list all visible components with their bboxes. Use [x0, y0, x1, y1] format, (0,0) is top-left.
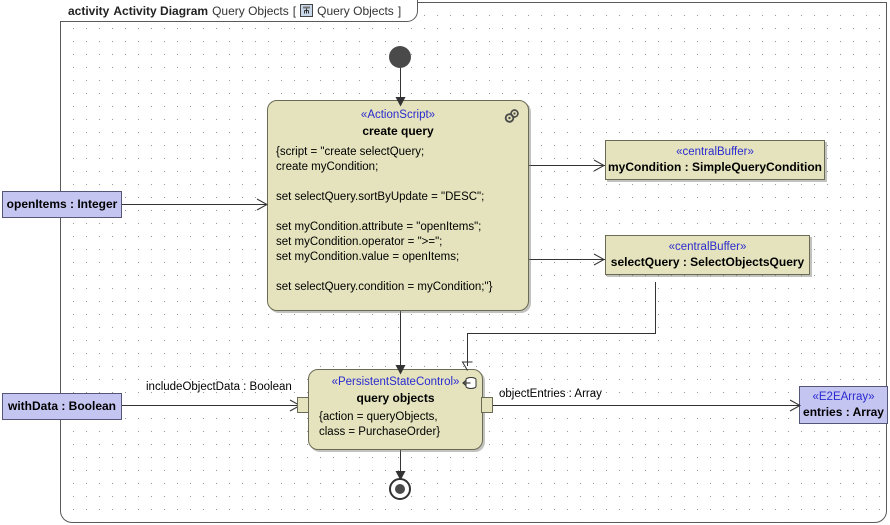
param-name-withdata: withData : Boolean [7, 399, 116, 413]
edge-create-query-to-mycondition [529, 165, 605, 166]
edge-create-query-to-selectquery [529, 259, 605, 260]
buffer-name-selectquery: selectQuery : SelectObjectsQuery [610, 255, 805, 269]
frame-type-label: Activity Diagram [113, 3, 209, 18]
edge-selectquery-to-query-objects-seg1 [655, 282, 656, 333]
activity-parameter-entries[interactable]: «E2EArray» entries : Array [799, 386, 888, 424]
frame-bracket-close: ] [397, 3, 402, 18]
input-pin-query-objects[interactable] [297, 397, 309, 413]
arrowhead-create-query-to-mycondition [593, 159, 606, 177]
frame-bracket-open: [ [292, 3, 297, 18]
edge-label-include-object-data: includeObjectData : Boolean [146, 381, 292, 393]
stereotype-persistentstatecontrol: «PersistentStateControl» [331, 376, 460, 388]
edge-selectquery-to-query-objects-seg2 [467, 333, 656, 334]
arrowhead-query-objects-to-entries [789, 399, 802, 417]
activity-final-node [389, 478, 411, 500]
initial-node [389, 46, 411, 68]
arrowhead-initial-to-create-query [394, 94, 407, 112]
arrowhead-create-query-to-query-objects [394, 362, 407, 380]
activity-diagram-icon [300, 4, 314, 17]
action-node-query-objects[interactable]: «PersistentStateControl» query objects {… [308, 369, 483, 450]
diagram-frame-header: activity Activity Diagram Query Objects … [60, 0, 419, 22]
activity-parameter-openitems[interactable]: openItems : Integer [2, 191, 122, 218]
stereotype-centralbuffer-mycondition: «centralBuffer» [676, 146, 754, 158]
edge-openitems-to-create-query [122, 204, 267, 205]
stereotype-actionscript: «ActionScript» [360, 109, 436, 121]
arrowhead-query-objects-to-final [394, 468, 407, 486]
script-gears-icon [504, 109, 519, 123]
action-name-create-query: create query [362, 124, 434, 138]
edge-create-query-to-query-objects [400, 310, 401, 369]
frame-tagged-name: Query Objects [317, 3, 394, 18]
edge-query-objects-to-entries [492, 405, 800, 406]
arrowhead-openitems-to-create-query [256, 198, 269, 216]
edge-selectquery-to-query-objects-seg3 [467, 333, 468, 366]
edge-initial-to-create-query [400, 68, 401, 102]
param-name-openitems: openItems : Integer [6, 197, 118, 211]
central-buffer-selectquery[interactable]: «centralBuffer» selectQuery : SelectObje… [605, 235, 810, 275]
edge-query-objects-to-final [400, 450, 401, 478]
param-name-entries: entries : Array [803, 405, 884, 419]
action-body-query-objects: {action = queryObjects, class = Purchase… [319, 411, 441, 438]
activity-parameter-withdata[interactable]: withData : Boolean [2, 393, 122, 420]
edge-label-object-entries: objectEntries : Array [499, 388, 602, 400]
stereotype-centralbuffer-selectquery: «centralBuffer» [668, 241, 747, 253]
action-name-query-objects: query objects [356, 391, 435, 405]
arrowhead-create-query-to-selectquery [593, 253, 606, 271]
frame-keyword: activity [68, 3, 110, 18]
action-body-create-query: {script = "create selectQuery; create my… [276, 146, 493, 293]
action-node-create-query[interactable]: «ActionScript» create query {script = "c… [267, 100, 529, 311]
frame-name: Query Objects [212, 3, 289, 18]
arrowhead-selectquery-to-query-objects [461, 358, 474, 376]
edge-withdata-to-query-objects [122, 405, 302, 406]
output-pin-query-objects[interactable] [481, 397, 493, 413]
buffer-name-mycondition: myCondition : SimpleQueryCondition [608, 160, 822, 174]
central-buffer-mycondition[interactable]: «centralBuffer» myCondition : SimpleQuer… [605, 140, 825, 180]
persistent-state-icon [461, 376, 477, 390]
stereotype-e2earray: «E2EArray» [812, 391, 875, 403]
